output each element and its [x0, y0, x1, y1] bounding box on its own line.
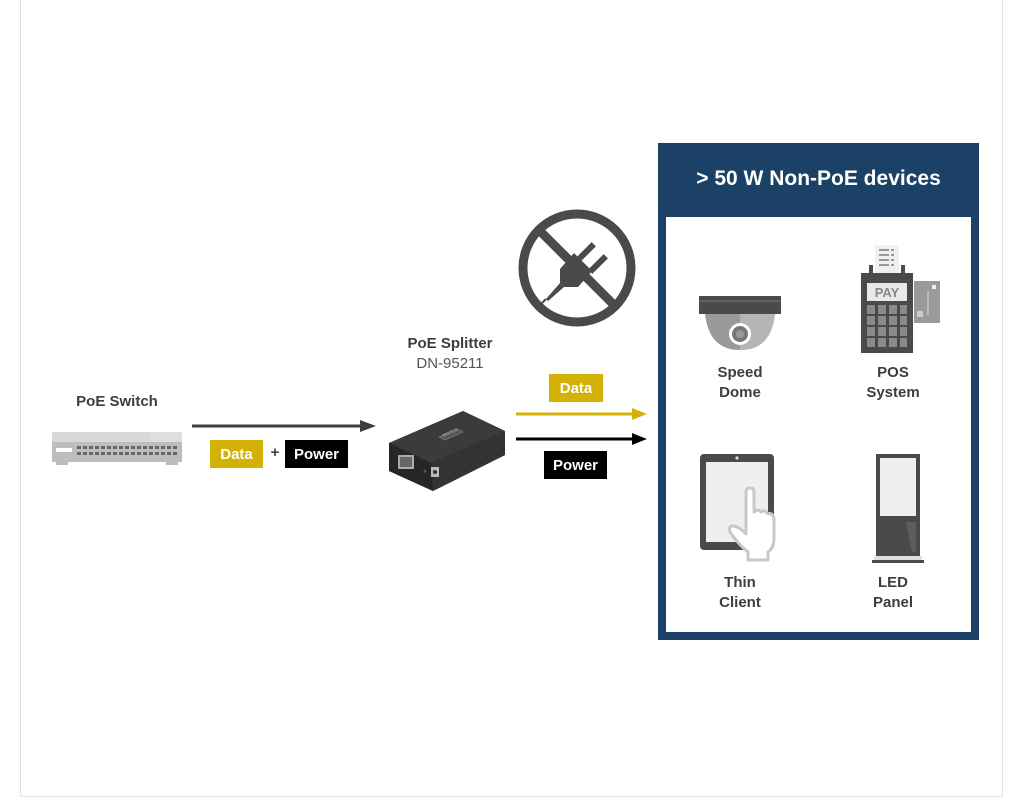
device-line1: Thin: [724, 574, 756, 591]
device-label-pos-system: POS System: [833, 363, 953, 403]
devices-area: Speed Dome PAY POS System: [666, 217, 971, 632]
input-power-tag: Power: [285, 440, 348, 468]
no-power-plug-icon: [518, 209, 636, 327]
poe-splitter-icon: DIGITUS: [389, 411, 505, 491]
splitter-brand: DIGITUS: [441, 427, 458, 438]
input-data-tag: Data: [210, 440, 263, 468]
splitter-model: DN-95211: [416, 355, 484, 372]
output-data-tag: Data: [549, 374, 603, 402]
page-frame: [20, 0, 1003, 797]
splitter-name: PoE Splitter: [407, 335, 493, 352]
pos-terminal-icon: PAY: [861, 245, 940, 353]
power-output-arrow: [516, 433, 647, 445]
led-panel-icon: [872, 454, 924, 563]
device-line1: POS: [877, 364, 909, 381]
panel-title: > 50 W Non-PoE devices: [696, 167, 941, 190]
device-line2: Panel: [872, 594, 914, 611]
input-arrow: [192, 420, 376, 432]
pos-screen-text: PAY: [875, 285, 900, 300]
tablet-touch-icon: [700, 454, 776, 562]
device-label-led-panel: LED Panel: [833, 573, 953, 613]
dome-camera-icon: [699, 296, 781, 350]
device-line2: Dome: [719, 384, 761, 401]
non-poe-devices-panel: > 50 W Non-PoE devices Speed Dome PAY: [658, 143, 979, 640]
data-output-arrow: [516, 408, 647, 420]
device-line2: System: [866, 384, 920, 401]
poe-switch-label: PoE Switch: [76, 393, 158, 410]
poe-switch-icon: [52, 432, 182, 465]
plus-sign: +: [270, 444, 280, 461]
output-power-tag: Power: [544, 451, 607, 479]
device-label-thin-client: Thin Client: [680, 573, 800, 613]
device-line1: Speed: [717, 364, 763, 381]
device-label-speed-dome: Speed Dome: [680, 363, 800, 403]
device-line2: Client: [719, 594, 761, 611]
device-line1: LED: [878, 574, 908, 591]
